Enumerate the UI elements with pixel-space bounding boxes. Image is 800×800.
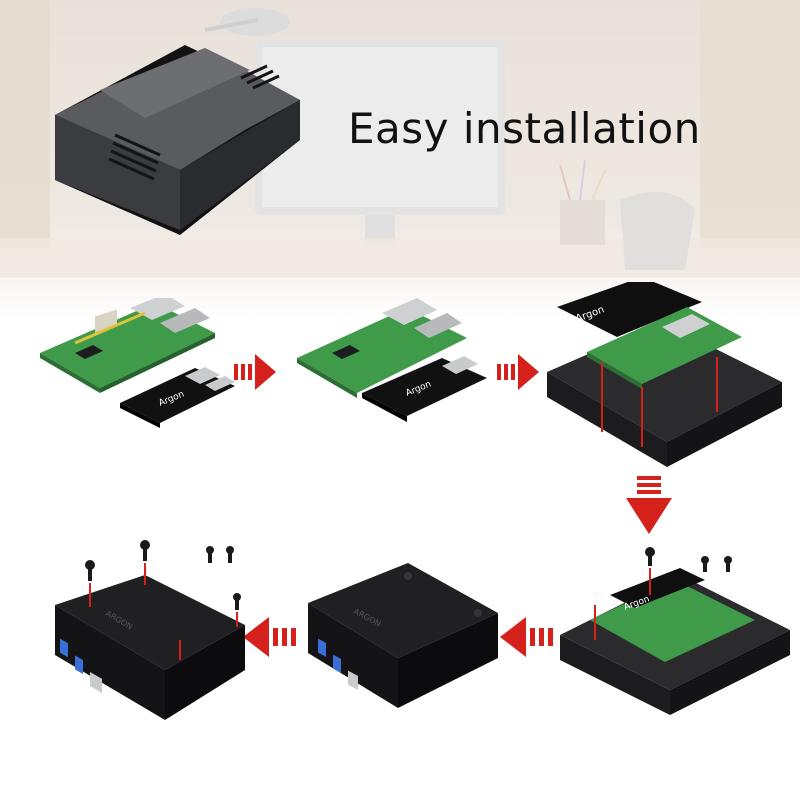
step-2-board-connected: Argon (292, 298, 492, 448)
screw-icon (206, 546, 214, 563)
arrow-right-icon (234, 350, 278, 394)
case-product-photo (45, 30, 310, 245)
step-6-screw-lid: ARGON (45, 535, 255, 730)
screw-icon (226, 546, 234, 563)
step-1-board-and-adapter: Argon (35, 298, 240, 448)
screw-icon (701, 556, 709, 572)
screw-icon (233, 593, 241, 610)
step-5-close-lid: ARGON (298, 558, 503, 718)
arrow-right-icon (497, 350, 541, 394)
arrow-left-icon (243, 615, 301, 659)
step-4-screw-bottom: Argon (555, 540, 795, 720)
arrow-left-icon (500, 615, 558, 659)
screw-icon (140, 540, 150, 561)
screw-icon (85, 560, 95, 581)
screw-icon (645, 547, 655, 566)
arrow-down-icon (624, 476, 674, 536)
headline: Easy installation (348, 104, 701, 153)
screw-icon (724, 556, 732, 572)
step-3-insert-into-base: Argon (542, 282, 792, 472)
